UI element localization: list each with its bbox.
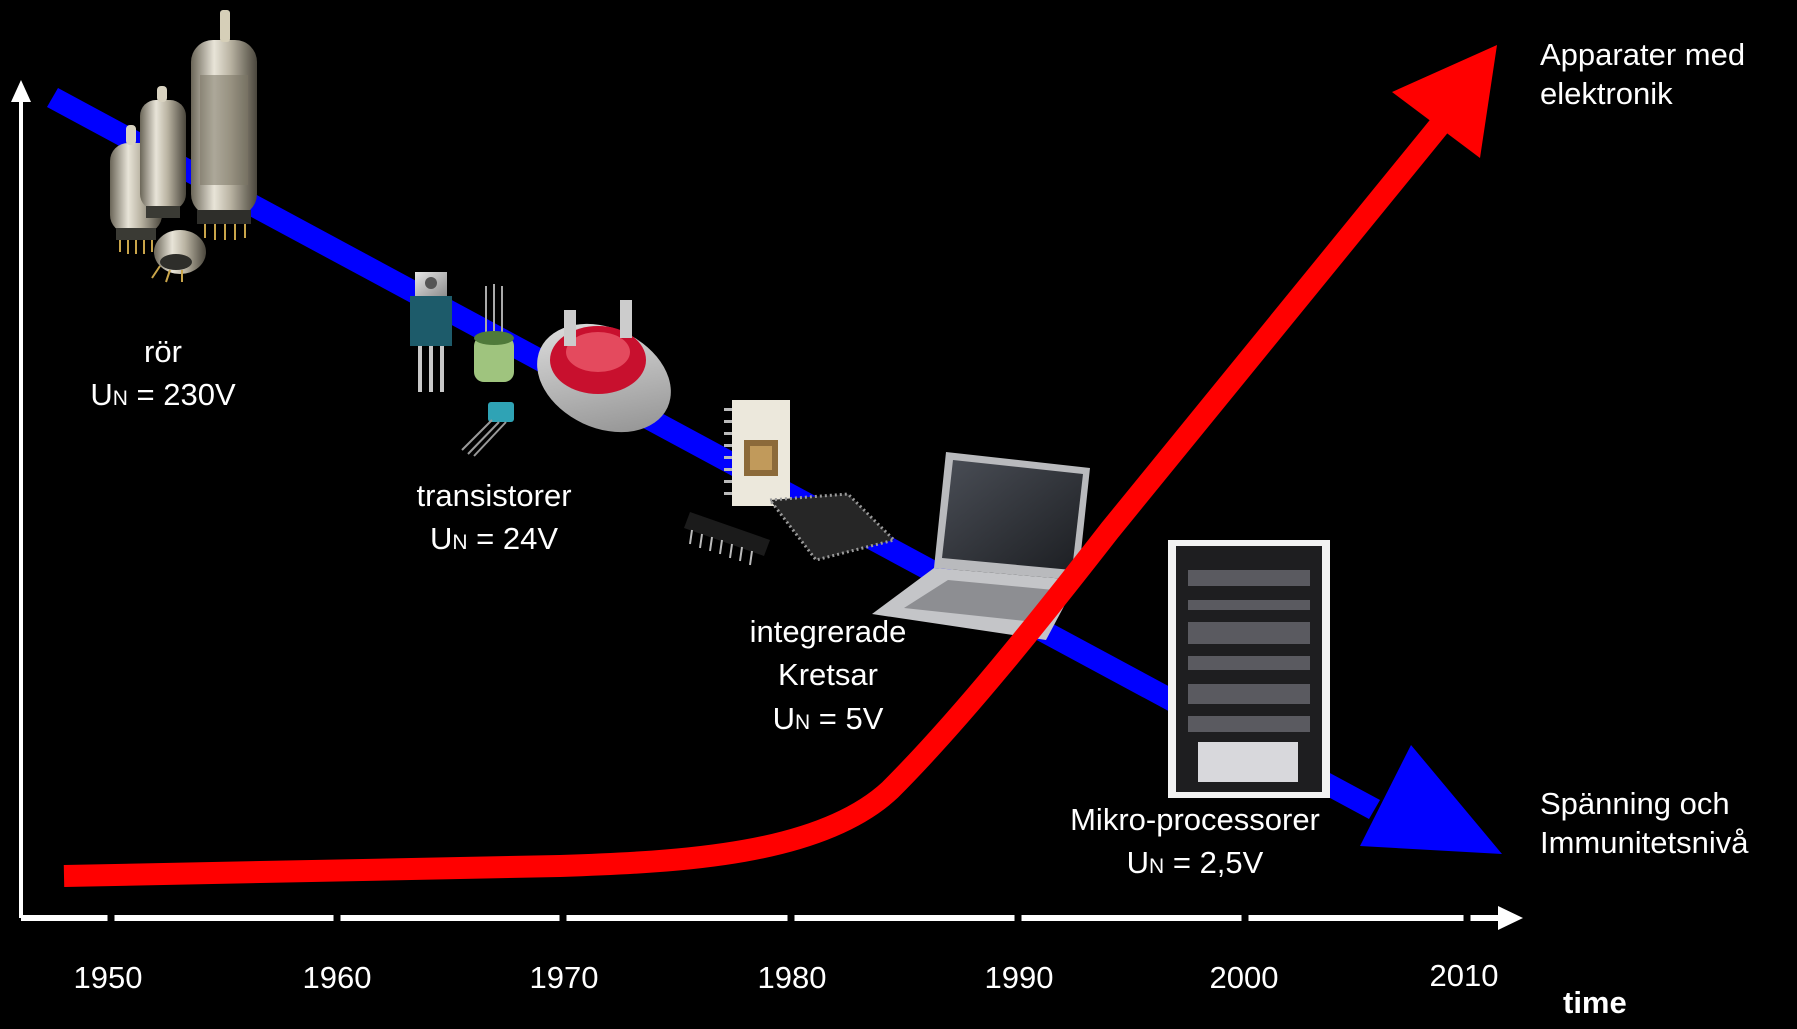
- era-voltage: UN = 2,5V: [1126, 845, 1264, 881]
- era-name-line2: Kretsar: [778, 657, 878, 693]
- x-axis-ticks: [107, 910, 1471, 926]
- integrated-circuit-chip-photos: [684, 400, 897, 566]
- to220-transistor: [410, 272, 452, 392]
- small-signal-transistor: [461, 402, 514, 457]
- era-name: rör: [144, 334, 182, 369]
- era-label-tubes: rör UN = 230V: [52, 330, 274, 417]
- era-label-transistors: transistorer UN = 24V: [370, 474, 618, 561]
- red-curve-label: Apparater med elektronik: [1540, 37, 1746, 111]
- era-voltage: UN = 230V: [90, 377, 236, 413]
- eprom-chip: [724, 400, 790, 506]
- tube-large: [191, 10, 257, 240]
- axes: [11, 80, 1523, 930]
- red-arrowhead-icon: [1392, 45, 1497, 158]
- era-name: Mikro-processorer: [1070, 802, 1320, 837]
- era-label-microprocessors: Mikro-processorer UN = 2,5V: [1030, 798, 1360, 885]
- x-tick-label: 1990: [984, 960, 1054, 995]
- blue-arrowhead-icon: [1360, 745, 1502, 854]
- era-label-integrated-circuits: integrerade Kretsar UN = 5V: [712, 610, 944, 740]
- vacuum-tube-photos: [110, 10, 257, 283]
- laptop-photo: [872, 452, 1090, 640]
- era-voltage: UN = 24V: [429, 521, 559, 557]
- x-tick-label: 1950: [73, 960, 143, 995]
- server-rack-photo: [1168, 540, 1330, 798]
- x-axis-label: time: [1563, 985, 1627, 1020]
- electronics-growth-curve: [63, 45, 1497, 887]
- plcc-chip: [767, 492, 897, 562]
- dip-chip: [684, 512, 770, 566]
- tube-medium: [140, 86, 186, 218]
- era-name: transistorer: [416, 478, 572, 513]
- transistor-photos: [410, 272, 671, 457]
- x-tick-label: 1980: [757, 960, 827, 995]
- tube-base-mini: [151, 230, 206, 283]
- capacitor-green: [474, 284, 514, 382]
- era-voltage: UN = 5V: [772, 700, 884, 736]
- x-tick-label: 2000: [1209, 960, 1279, 995]
- x-axis-arrow-icon: [1498, 906, 1523, 930]
- blue-line-label: Spänning och Immunitetsnivå: [1540, 786, 1749, 860]
- x-tick-label: 1960: [302, 960, 372, 995]
- x-tick-label: 1970: [529, 960, 599, 995]
- power-transistor-red: [537, 300, 671, 433]
- x-tick-label: 2010: [1429, 958, 1499, 993]
- y-axis-arrow-icon: [11, 80, 31, 102]
- era-name: integrerade: [749, 614, 907, 649]
